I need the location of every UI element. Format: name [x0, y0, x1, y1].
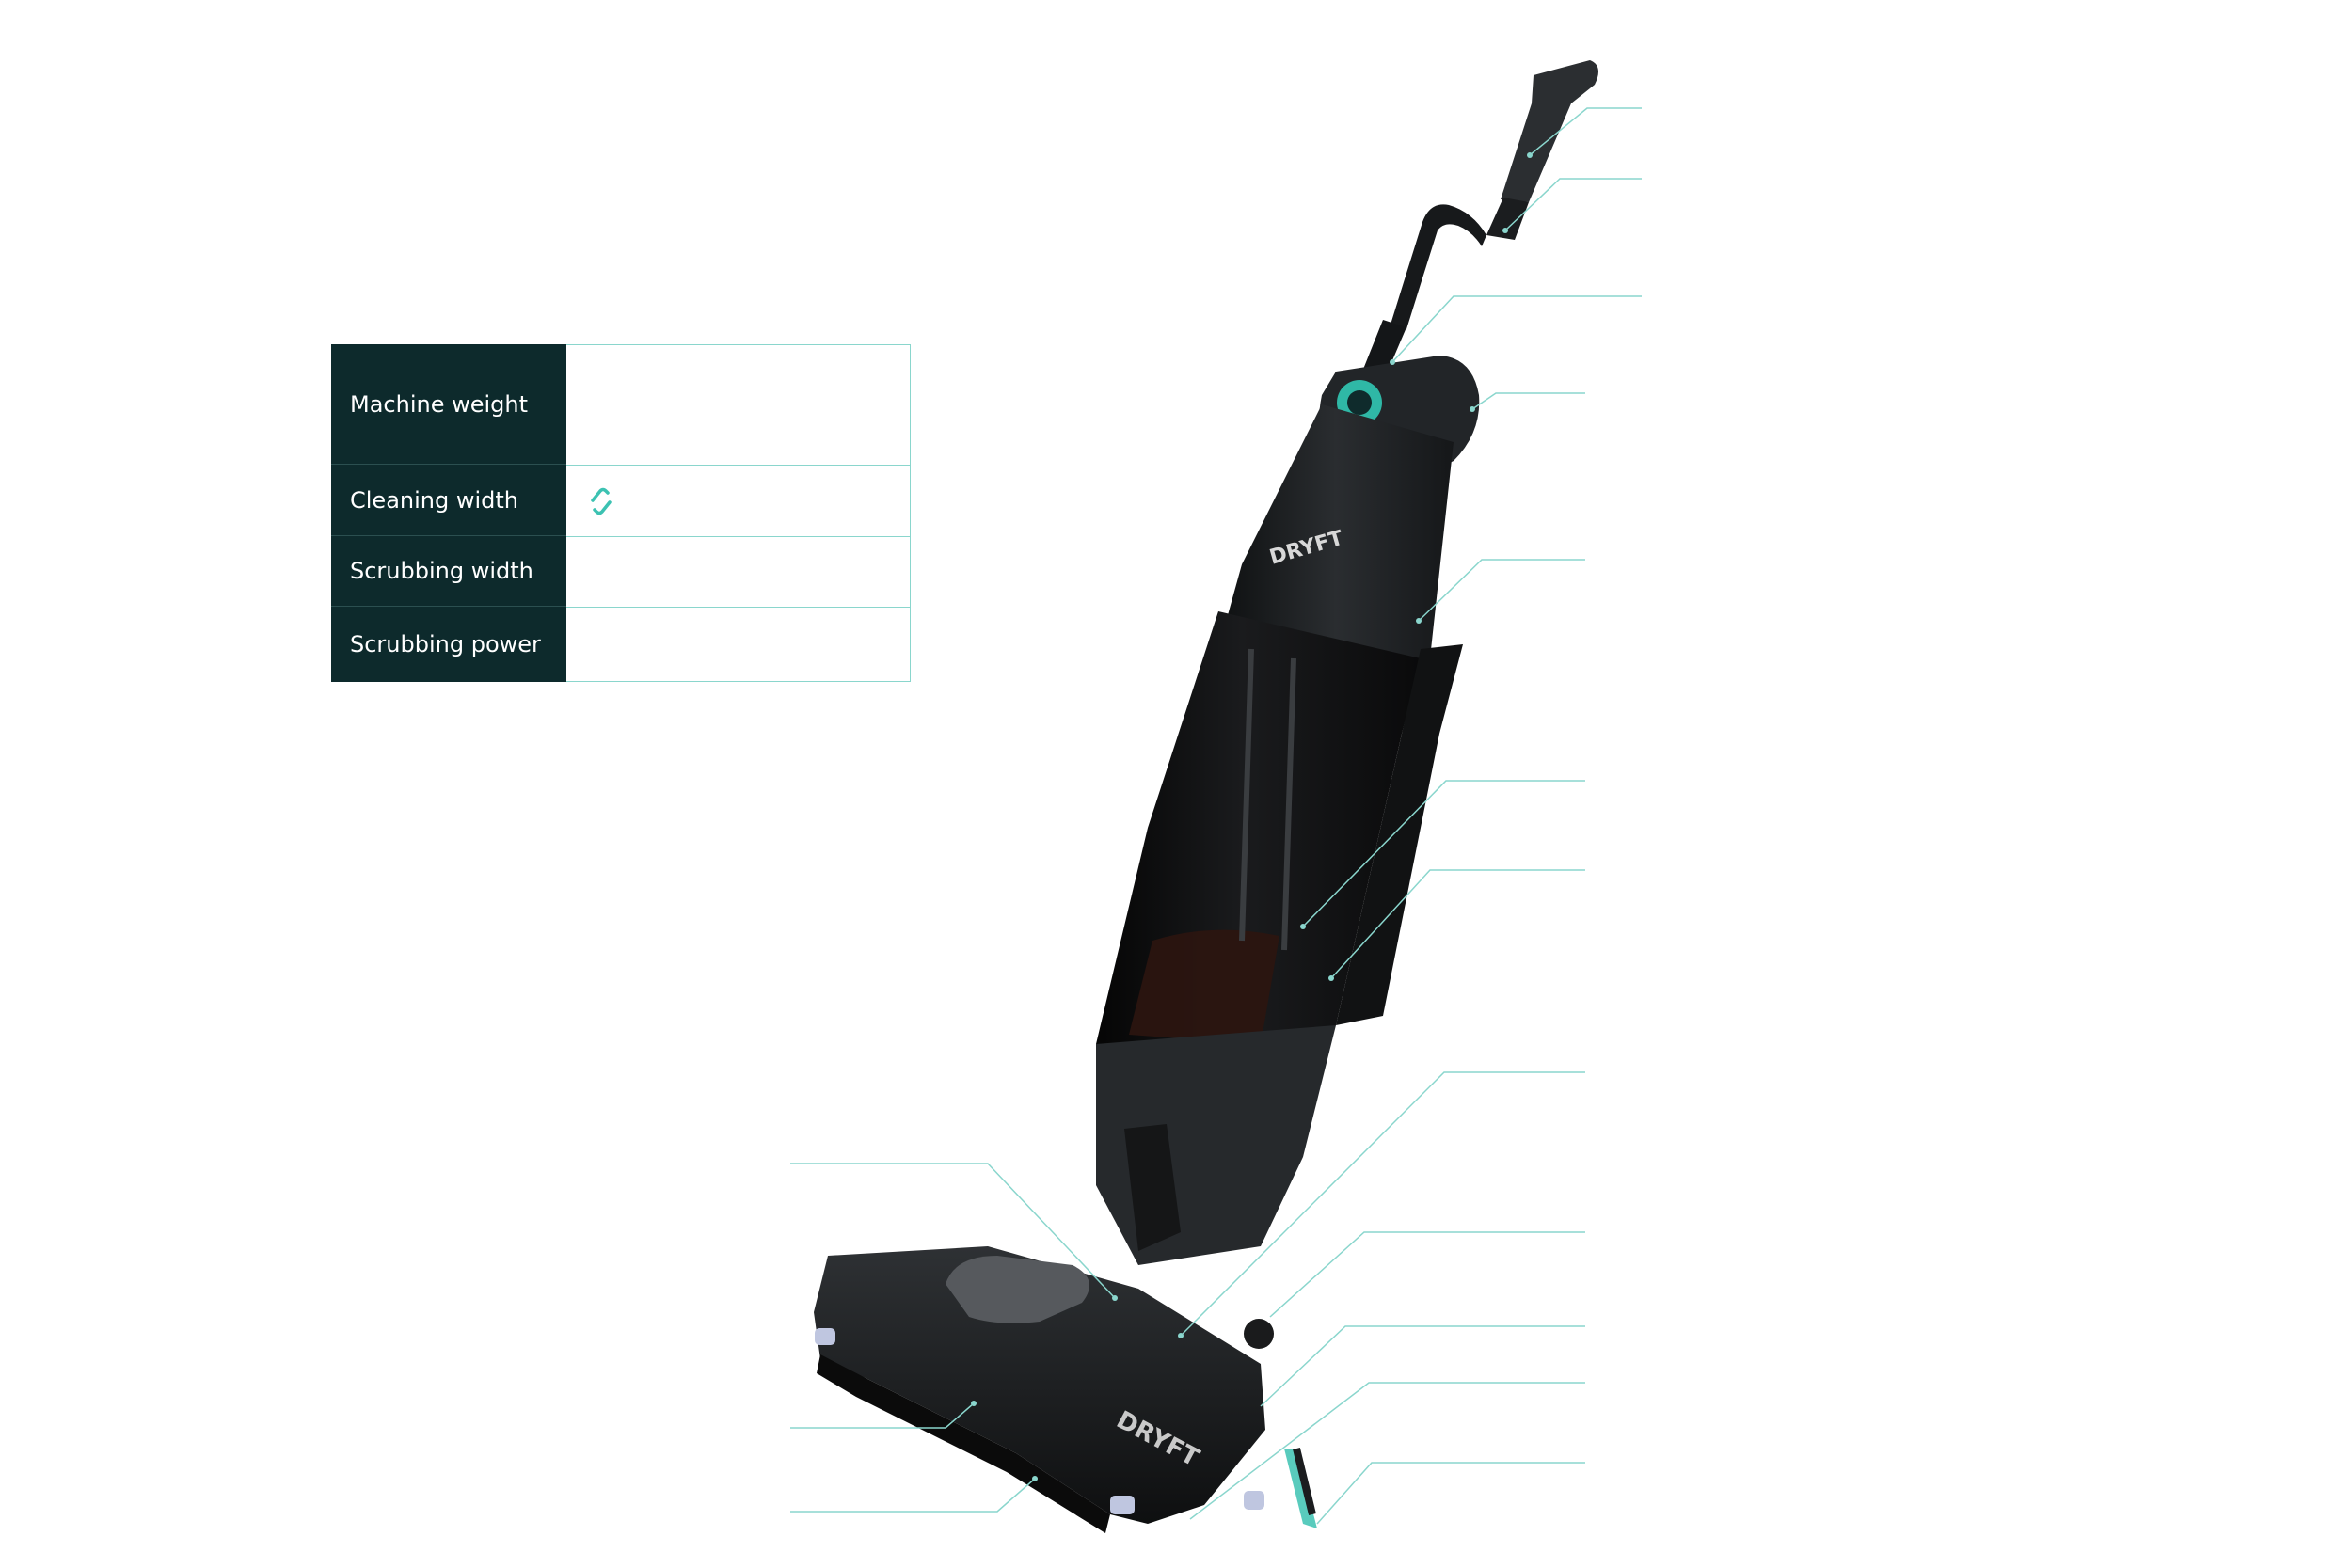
spec-label: Scrubbing width: [331, 536, 566, 607]
callout-line: [790, 1402, 975, 1429]
callout-line: [1391, 295, 1642, 363]
spec-row-machine-weight: Machine weight: [331, 344, 911, 465]
spec-value-with-icon: [566, 465, 911, 536]
callout-line: [1529, 107, 1642, 156]
spec-label: Scrubbing power: [331, 607, 566, 682]
callout-line: [1316, 1462, 1585, 1525]
callout-line: [1269, 1231, 1585, 1318]
callout-line: [1180, 1071, 1585, 1337]
callout-line: [1302, 780, 1585, 927]
spec-label: Machine weight: [331, 344, 566, 465]
brand-s-icon: [591, 487, 612, 515]
callout-line: [1189, 1382, 1585, 1520]
spec-row-scrubbing-width: Scrubbing width: [331, 536, 911, 607]
spec-value: [566, 607, 911, 682]
spec-label: Cleaning width: [331, 465, 566, 536]
spec-table: Machine weight Cleaning width Scrubbing …: [331, 344, 911, 682]
spec-value: [566, 344, 911, 465]
callout-line: [1418, 559, 1585, 622]
callout-line: [790, 1478, 1036, 1513]
clean-water-tank: [1336, 644, 1463, 1025]
spec-row-cleaning-width: Cleaning width: [331, 465, 911, 536]
handle-grip: [1486, 60, 1598, 240]
callout-lines: [790, 107, 1642, 1525]
callout-dots: [971, 152, 1533, 1481]
callout-line: [1330, 869, 1585, 979]
spec-row-scrubbing-power: Scrubbing power: [331, 607, 911, 682]
spec-value: [566, 536, 911, 607]
callout-line: [1260, 1325, 1585, 1407]
callout-line: [790, 1163, 1116, 1299]
lower-body: [1096, 1025, 1336, 1265]
foot-pedal: [946, 1256, 1089, 1323]
dirty-water-tank: [1096, 611, 1421, 1082]
cleaning-head: DRYFT: [814, 1246, 1317, 1533]
callout-line: [1504, 178, 1642, 231]
callout-line: [1471, 392, 1585, 410]
